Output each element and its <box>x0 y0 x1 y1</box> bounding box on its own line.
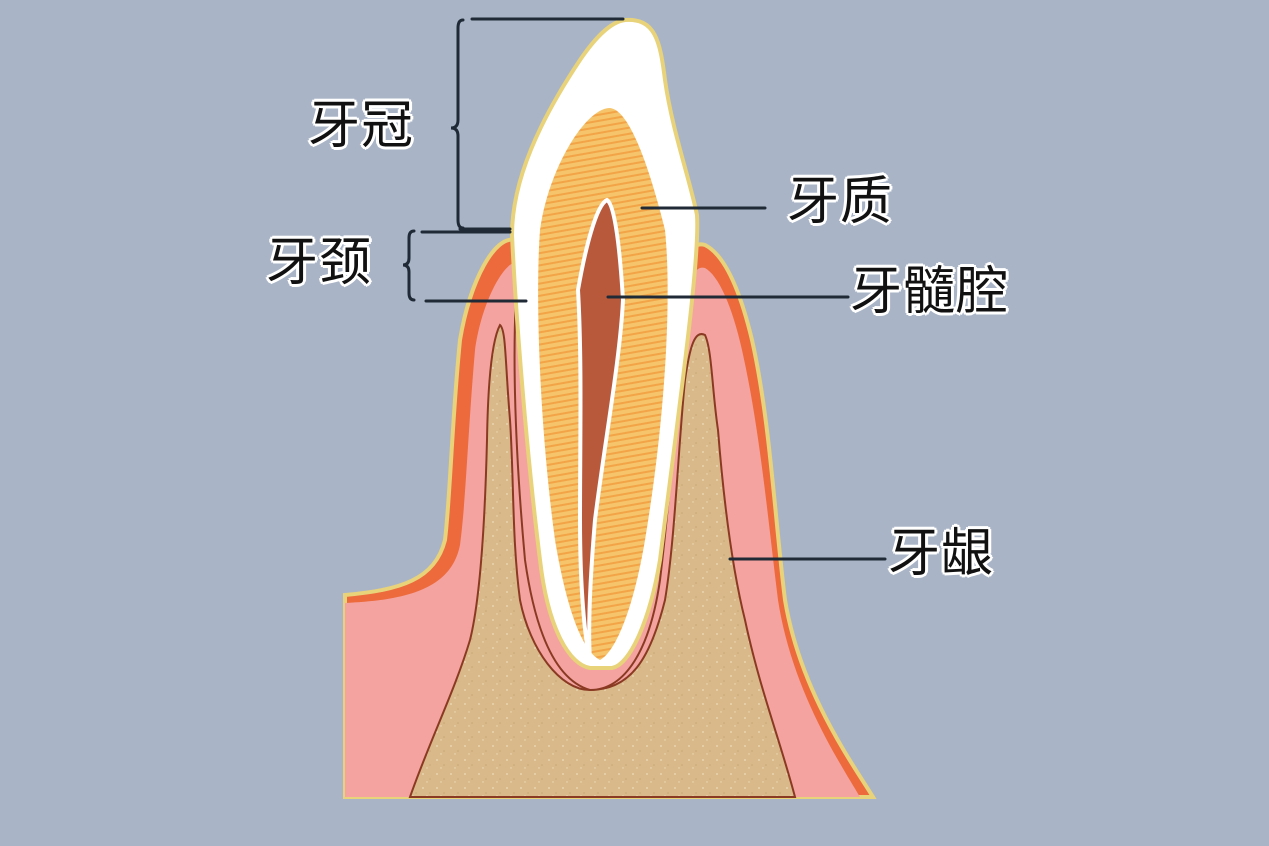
label-pulp-cavity: 牙髓腔 <box>850 262 1010 322</box>
label-neck: 牙颈 <box>266 233 373 293</box>
crown-bracket <box>450 18 465 230</box>
pulp-cavity <box>575 197 626 661</box>
label-crown: 牙冠 <box>308 96 415 156</box>
label-dentin: 牙质 <box>787 172 894 232</box>
leader-lines <box>402 17 887 561</box>
label-gum: 牙龈 <box>888 524 995 584</box>
neck-bracket <box>402 229 416 302</box>
